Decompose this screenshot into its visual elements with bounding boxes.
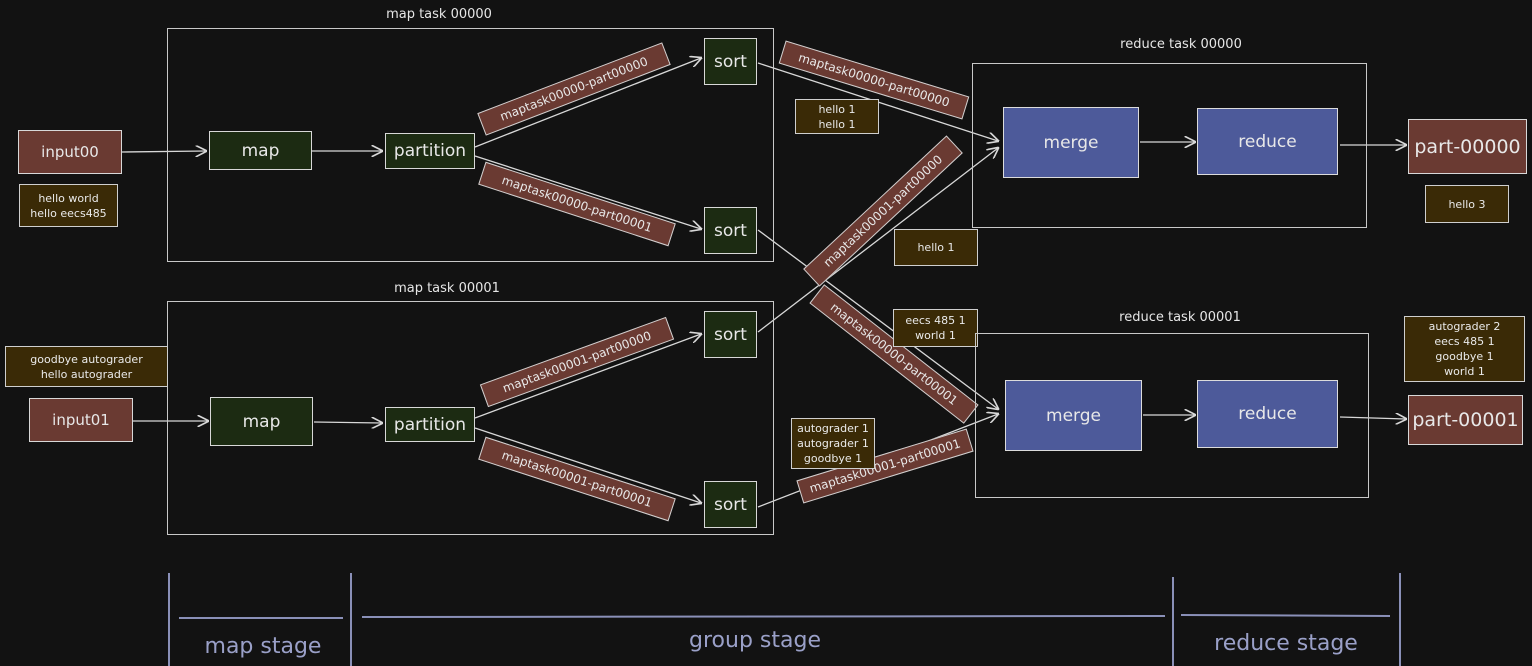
output-file[interactable]: part-00000 (1408, 119, 1527, 174)
map-task-frame (167, 28, 774, 262)
arrow-sort-m1-r0 (757, 148, 998, 333)
partition-node[interactable]: partition (385, 407, 475, 442)
input-file[interactable]: input00 (18, 130, 122, 174)
note-line: goodbye 1 (803, 452, 863, 465)
note-line: world 1 (915, 329, 956, 342)
reduce-task-frame (972, 63, 1367, 228)
arrow-partition-sort-bottom-0 (474, 155, 701, 229)
note-line: hello eecs485 (30, 206, 107, 220)
note-line: world 1 (1444, 365, 1485, 378)
sort-node[interactable]: sort (704, 38, 757, 85)
map-task-title: map task 00001 (394, 281, 500, 296)
arrow-sort-m0-r1 (757, 229, 998, 409)
note-line: hello autograder (40, 367, 133, 381)
reduce-node[interactable]: reduce (1197, 108, 1338, 175)
input-note: goodbye autograder hello autograder (5, 346, 168, 387)
reduce-node[interactable]: reduce (1197, 380, 1338, 448)
map-task-frame (167, 301, 774, 535)
note-line: hello 3 (1448, 197, 1486, 211)
input-file[interactable]: input01 (29, 398, 133, 442)
sort-node[interactable]: sort (704, 311, 757, 358)
note-line: hello world (38, 191, 99, 205)
group-note: hello 1 hello 1 (795, 99, 879, 134)
arrow-partition-sort-bottom-1 (474, 427, 701, 503)
note-line: hello 1 (818, 117, 856, 131)
output-file[interactable]: part-00001 (1408, 395, 1523, 445)
group-note: hello 1 (894, 229, 978, 266)
merge-node[interactable]: merge (1003, 107, 1139, 178)
arrow-reduce-output-1 (1339, 417, 1406, 419)
reduce-stage-label: reduce stage (1214, 631, 1358, 656)
sort-node[interactable]: sort (704, 207, 757, 254)
note-line: hello 1 (818, 102, 856, 116)
sort-node[interactable]: sort (704, 481, 757, 528)
partition-node[interactable]: partition (385, 133, 475, 169)
arrow-partition-sort-top-0 (474, 58, 701, 148)
merge-node[interactable]: merge (1005, 380, 1142, 451)
reduce-task-title: reduce task 00001 (1119, 310, 1241, 325)
output-note: hello 3 (1425, 185, 1509, 223)
note-line: hello 1 (917, 241, 955, 254)
note-line: autograder 1 (797, 422, 869, 435)
note-line: goodbye autograder (30, 352, 143, 366)
group-stage-label: group stage (689, 628, 821, 653)
output-note: autograder 2 eecs 485 1 goodbye 1 world … (1404, 316, 1525, 382)
stage-dividers (168, 573, 1401, 666)
note-line: eecs 485 1 (905, 314, 966, 327)
note-line: autograder 1 (797, 437, 869, 450)
reduce-task-title: reduce task 00000 (1120, 37, 1242, 52)
map-node[interactable]: map (210, 397, 313, 446)
input-note: hello world hello eecs485 (19, 184, 118, 227)
group-note: autograder 1 autograder 1 goodbye 1 (791, 418, 875, 469)
map-stage-label: map stage (204, 634, 322, 659)
arrow-input00-map (121, 151, 206, 152)
map-task-title: map task 00000 (386, 7, 492, 22)
arrow-map-partition-1 (313, 422, 382, 423)
map-node[interactable]: map (209, 131, 312, 170)
note-line: autograder 2 (1428, 320, 1501, 333)
note-line: goodbye 1 (1435, 350, 1494, 363)
arrow-partition-sort-top-1 (474, 334, 701, 419)
group-note: eecs 485 1 world 1 (893, 309, 978, 347)
note-line: eecs 485 1 (1434, 335, 1495, 348)
reduce-task-frame (975, 333, 1369, 498)
